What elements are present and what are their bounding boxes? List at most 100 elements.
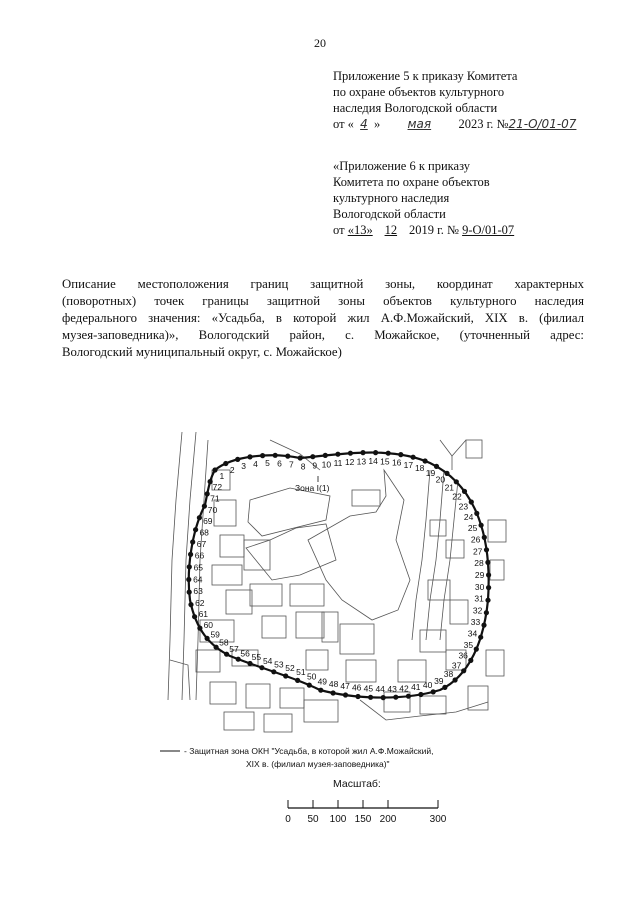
boundary-point-label-52: 52 (285, 663, 295, 673)
appendix-6-line3: культурного наследия (333, 191, 450, 205)
boundary-point-label-31: 31 (474, 594, 484, 604)
boundary-point-44 (380, 695, 386, 701)
appendix-5-line2: по охране объектов культурного (333, 85, 505, 99)
boundary-point-47 (342, 692, 349, 698)
boundary-point-61 (192, 614, 198, 620)
boundary-point-37 (461, 668, 467, 674)
boundary-point-5 (260, 453, 266, 459)
boundary-point-label-71: 71 (210, 494, 220, 504)
boundary-point-33 (481, 622, 487, 628)
description-line-5: Вологодский муниципальный округ, с. Можа… (62, 345, 342, 359)
boundary-point-64 (186, 576, 192, 583)
boundary-point-label-32: 32 (473, 605, 483, 615)
boundary-point-19 (433, 463, 440, 469)
boundary-point-23 (468, 499, 474, 505)
date-year: 2019 г. № (408, 223, 459, 237)
boundary-point-3 (235, 456, 241, 462)
order-number: 9-О/01-07 (462, 223, 515, 237)
boundary-point-label-54: 54 (263, 656, 273, 666)
boundary-point-31 (485, 597, 491, 603)
appendix-6-line1: «Приложение 6 к приказу (333, 159, 471, 173)
boundary-point-label-36: 36 (458, 650, 468, 660)
boundary-point-label-41: 41 (411, 682, 421, 692)
boundary-point-label-10: 10 (322, 459, 332, 469)
boundary-point-69 (196, 515, 202, 521)
boundary-point-8 (297, 455, 303, 461)
boundary-point-label-38: 38 (444, 669, 454, 679)
boundary-point-label-34: 34 (468, 629, 478, 639)
boundary-point-label-43: 43 (387, 684, 397, 694)
description-line-1: Описание местоположения границ защитной … (62, 277, 584, 291)
boundary-point-label-3: 3 (241, 461, 246, 471)
boundary-point-label-56: 56 (240, 648, 250, 658)
boundary-point-48 (330, 690, 336, 696)
cadastral-parcels (167, 431, 507, 733)
boundary-point-14 (373, 450, 379, 456)
boundary-point-57 (224, 651, 230, 657)
boundary-point-39 (442, 684, 448, 691)
boundary-point-55 (247, 660, 253, 667)
boundary-point-51 (295, 677, 301, 684)
boundary-point-label-64: 64 (193, 574, 203, 584)
boundary-point-label-30: 30 (475, 582, 485, 592)
boundary-point-label-29: 29 (475, 570, 485, 580)
boundary-point-label-44: 44 (375, 684, 385, 694)
boundary-point-21 (453, 479, 459, 485)
boundary-point-49 (318, 687, 324, 693)
boundary-point-1 (212, 467, 218, 473)
boundary-point-2 (223, 460, 229, 467)
boundary-point-68 (193, 527, 199, 533)
boundary-point-36 (468, 657, 474, 664)
boundary-point-65 (186, 564, 192, 570)
description-line-2: (поворотных) точек границы защитной зоны… (62, 294, 584, 308)
appendix-5-line3: наследия Вологодской области (333, 101, 498, 115)
boundary-point-58 (213, 644, 219, 650)
boundary-point-label-27: 27 (473, 546, 483, 556)
boundary-point-27 (483, 547, 490, 553)
date-year: 2023 г. № (458, 117, 509, 131)
boundary-point-53 (271, 669, 277, 675)
boundary-point-label-28: 28 (474, 558, 484, 568)
boundary-point-label-26: 26 (471, 535, 481, 545)
boundary-point-62 (188, 602, 194, 608)
boundary-point-16 (398, 452, 404, 458)
date-month: 12 (384, 223, 398, 237)
boundary-point-label-6: 6 (277, 458, 282, 468)
map-legend: - Защитная зона ОКН "Усадьба, в которой … (160, 746, 434, 769)
boundary-point-71 (204, 491, 210, 497)
description-line-3: федерального значения: «Усадьба, в котор… (62, 311, 584, 325)
boundary-point-66 (188, 551, 194, 558)
boundary-point-18 (422, 458, 428, 464)
boundary-point-label-46: 46 (352, 683, 362, 693)
zone-label: Зона I(1) (295, 483, 330, 493)
boundary-point-label-19: 19 (426, 468, 436, 478)
boundary-point-label-58: 58 (219, 638, 229, 648)
boundary-point-40 (430, 689, 436, 695)
boundary-point-4 (247, 454, 253, 460)
boundary-point-label-15: 15 (380, 457, 390, 467)
boundary-point-label-1: 1 (220, 471, 225, 481)
boundary-point-label-12: 12 (345, 457, 355, 467)
scale-tick-label-150: 150 (355, 814, 372, 825)
boundary-point-label-4: 4 (253, 459, 258, 469)
boundary-point-label-37: 37 (452, 660, 462, 670)
boundary-point-24 (474, 510, 480, 516)
boundary-point-29 (486, 572, 492, 578)
boundary-point-20 (444, 470, 450, 476)
boundary-point-17 (410, 454, 416, 460)
boundary-point-60 (197, 625, 203, 631)
appendix-6-line4: Вологодской области (333, 207, 446, 221)
boundary-point-label-18: 18 (415, 463, 425, 473)
boundary-point-54 (259, 665, 265, 671)
boundary-point-26 (481, 534, 487, 541)
boundary-point-label-49: 49 (318, 676, 328, 686)
scale-tick-label-100: 100 (330, 814, 347, 825)
boundary-point-9 (310, 454, 316, 460)
boundary-point-50 (306, 682, 312, 688)
scale-tick-label-300: 300 (430, 814, 447, 825)
boundary-point-label-59: 59 (210, 630, 220, 640)
boundary-point-59 (204, 635, 210, 642)
zone-description: Описание местоположения границ защитной … (62, 276, 584, 361)
boundary-point-13 (360, 450, 366, 456)
